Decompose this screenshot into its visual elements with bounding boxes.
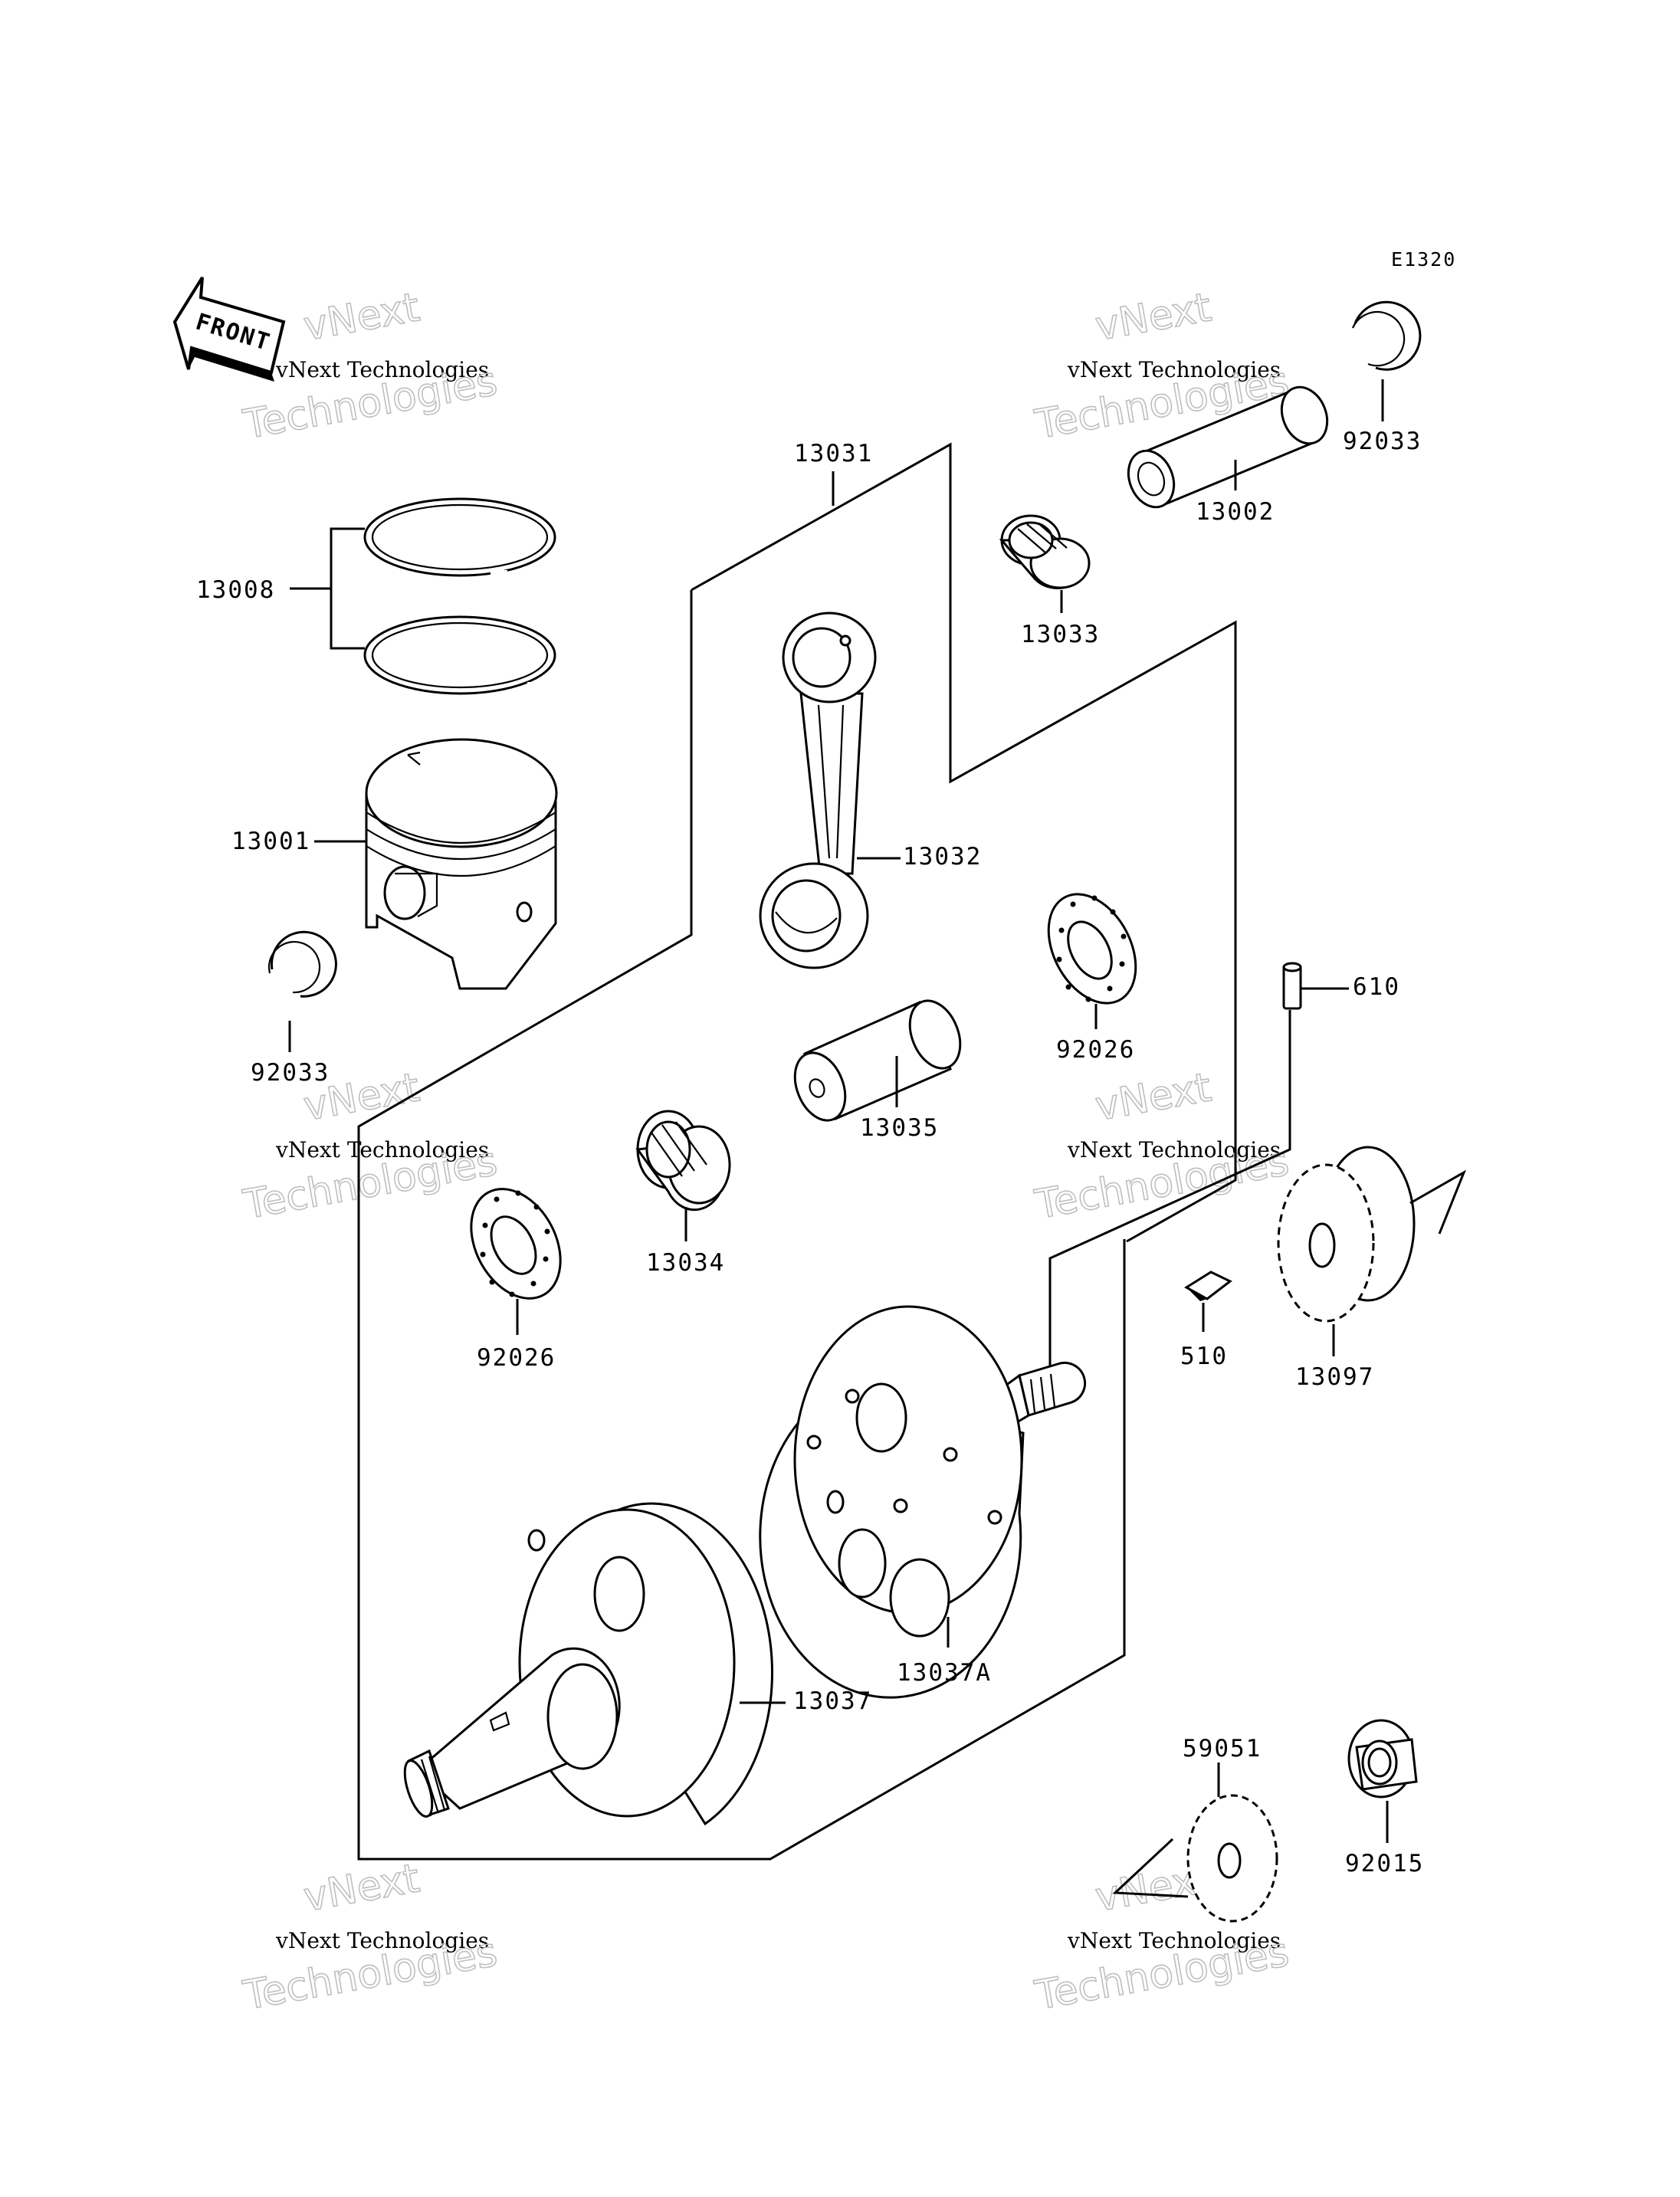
dowel-pin [1282,962,1349,1058]
watermark-small: vNext Technologies [275,1928,489,1953]
front-arrow-icon: FRONT [172,276,286,382]
label-92033-right: 92033 [1343,428,1422,455]
primary-gear [1277,1146,1466,1356]
connecting-rod [759,612,901,969]
label-13037A: 13037A [897,1659,992,1687]
watermark-large-1: vNext [300,1855,423,1920]
label-13031: 13031 [794,440,873,467]
circlip-left [267,930,337,1052]
piston-rings [290,497,556,695]
watermark-large-1: vNext [1092,1064,1215,1130]
piston-pin [1127,385,1329,509]
label-59051: 59051 [1183,1735,1262,1763]
label-13097: 13097 [1295,1363,1374,1391]
label-510: 510 [1180,1343,1228,1370]
watermark-small: vNext Technologies [1067,357,1281,382]
circlip-right [1351,300,1422,421]
label-13008: 13008 [196,576,275,604]
balancer-gear [1112,1763,1278,1923]
label-13037: 13037 [793,1687,872,1715]
thrust-washer-right [1047,893,1137,1029]
label-13035: 13035 [860,1114,939,1142]
crank-pin [793,999,962,1122]
label-92015: 92015 [1345,1850,1424,1877]
label-92026-right: 92026 [1056,1036,1135,1064]
assembly-outline [357,442,1291,1861]
watermark-small: vNext Technologies [275,357,489,382]
watermark-large-1: vNext [1092,284,1215,349]
label-610: 610 [1353,973,1400,1001]
needle-bearing-bottom [635,1110,731,1241]
label-13033: 13033 [1021,621,1100,648]
watermark-small: vNext Technologies [275,1137,489,1162]
watermark-large-1: vNext [300,284,423,349]
label-13032: 13032 [903,843,982,871]
label-13034: 13034 [646,1249,725,1277]
label-13002: 13002 [1196,498,1275,526]
woodruff-key [1184,1271,1232,1332]
flange-nut [1347,1719,1418,1843]
diagram-code: E1320 [1391,248,1456,271]
label-92026-left: 92026 [477,1344,556,1372]
label-92033-left: 92033 [251,1059,330,1087]
thrust-washer-left [470,1188,562,1335]
needle-bearing-top [999,514,1091,613]
piston [314,738,558,990]
watermark-small: vNext Technologies [1067,1928,1281,1953]
label-13001: 13001 [231,828,310,855]
crankshaft-right-half [759,1305,1087,1699]
watermark-small: vNext Technologies [1067,1137,1281,1162]
crankshaft-left-half [403,1502,786,1826]
